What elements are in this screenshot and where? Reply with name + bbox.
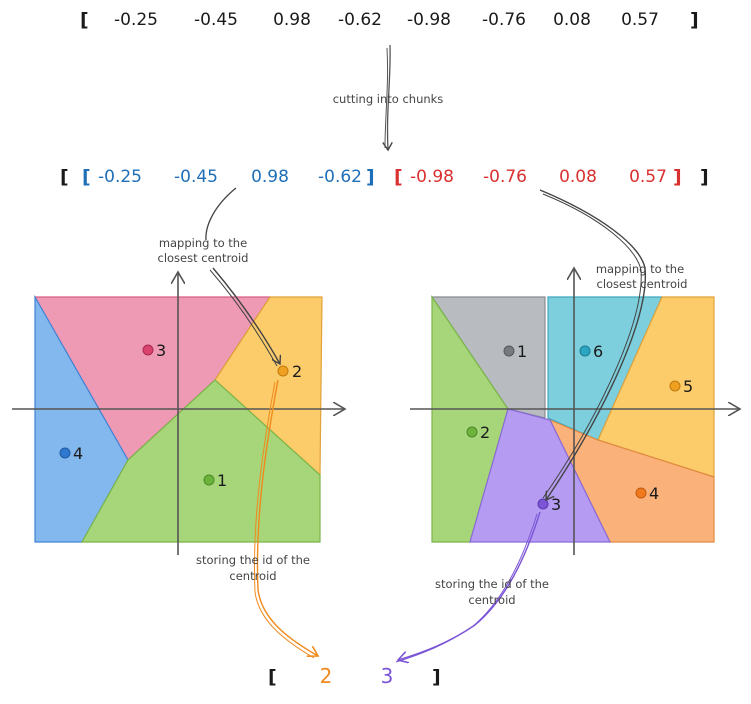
right-store-note-2: centroid: [468, 593, 515, 607]
right-centroid-6-label: 6: [593, 342, 603, 361]
outer-close-bracket: ]: [700, 166, 709, 188]
left-centroid-3-label: 3: [156, 341, 166, 360]
right-centroid-5-dot: [669, 380, 681, 392]
outer-open-bracket: [: [60, 166, 69, 188]
left-centroid-1-label: 1: [217, 471, 227, 490]
right-region-3: [469, 408, 611, 543]
left-map-note-2: closest centroid: [158, 251, 249, 265]
left-map-arrow: [212, 267, 280, 364]
cutting-note: cutting into chunks: [333, 92, 444, 106]
chunk2-value: -0.98: [410, 167, 454, 187]
result-id-1: 2: [320, 664, 333, 688]
left-store-arrow-stroke: [253, 381, 315, 659]
chunk2-value: 0.08: [559, 167, 597, 187]
right-centroid-1-label: 1: [517, 342, 527, 361]
right-map-arrow-stroke: [542, 193, 642, 499]
vector-value: 0.08: [553, 10, 591, 30]
vector-value: -0.98: [407, 10, 451, 30]
right-map-arrow: [539, 189, 647, 500]
left-store-note-2: centroid: [229, 569, 276, 583]
right-codebook: 1 2 3 4 5 6: [410, 268, 740, 555]
left-map-arrow-stroke: [209, 269, 278, 367]
result-open-bracket: [: [268, 666, 277, 688]
right-centroid-4-label: 4: [649, 484, 659, 503]
vector-value: -0.76: [482, 10, 526, 30]
original-vector: [ -0.25 -0.45 0.98 -0.62 -0.98 -0.76 0.0…: [80, 9, 699, 31]
vector-value: -0.25: [114, 10, 158, 30]
chunk1-value: 0.98: [251, 167, 289, 187]
left-centroid-3-dot: [142, 344, 154, 356]
right-centroid-2-label: 2: [480, 423, 490, 442]
chunk2-close-bracket: ]: [673, 166, 682, 188]
result-id-2: 3: [381, 664, 394, 688]
cutting-arrow-stroke: [384, 47, 389, 149]
close-bracket: ]: [690, 9, 699, 31]
right-centroid-3-label: 3: [551, 495, 561, 514]
right-store-arrow-stroke: [395, 513, 538, 663]
chunk2-open-bracket: [: [394, 166, 403, 188]
result-close-bracket: ]: [432, 666, 441, 688]
vector-value: 0.98: [273, 10, 311, 30]
left-centroid-1-dot: [203, 474, 215, 486]
left-centroid-2-dot: [277, 365, 289, 377]
left-store-arrow: [256, 379, 318, 656]
left-centroid-2-label: 2: [292, 362, 302, 381]
chunk2-value: 0.57: [629, 167, 667, 187]
left-map-note-1: mapping to the: [159, 236, 247, 250]
open-bracket: [: [80, 9, 89, 31]
vector-value: 0.57: [621, 10, 659, 30]
left-map-arrow-top: [205, 187, 237, 241]
right-centroid-6-dot: [579, 345, 591, 357]
vector-value: -0.45: [194, 10, 238, 30]
right-map-note-1: mapping to the: [596, 262, 684, 276]
right-centroid-5-label: 5: [683, 377, 693, 396]
right-centroid-4-dot: [635, 487, 647, 499]
left-centroid-4-label: 4: [73, 444, 83, 463]
cutting-arrow: [388, 44, 391, 150]
chunk1-open-bracket: [: [82, 166, 91, 188]
chunk1-value: -0.62: [318, 167, 362, 187]
right-map-note-2: closest centroid: [597, 277, 688, 291]
right-centroid-3-dot: [537, 498, 549, 510]
left-store-note-1: storing the id of the: [196, 553, 310, 567]
chunked-vector: [ [ -0.25 -0.45 0.98 -0.62 ] [ -0.98 -0.…: [60, 166, 709, 188]
chunk2-value: -0.76: [483, 167, 527, 187]
right-centroid-2-dot: [466, 426, 478, 438]
quantized-result: [ 2 3 ]: [268, 664, 441, 688]
right-store-note-1: storing the id of the: [435, 577, 549, 591]
chunk1-close-bracket: ]: [366, 166, 375, 188]
vector-value: -0.62: [338, 10, 382, 30]
chunk1-value: -0.45: [174, 167, 218, 187]
left-centroid-4-dot: [59, 447, 71, 459]
right-centroid-1-dot: [503, 345, 515, 357]
chunk1-value: -0.25: [98, 167, 142, 187]
left-codebook: 1 2 3 4: [12, 272, 345, 555]
